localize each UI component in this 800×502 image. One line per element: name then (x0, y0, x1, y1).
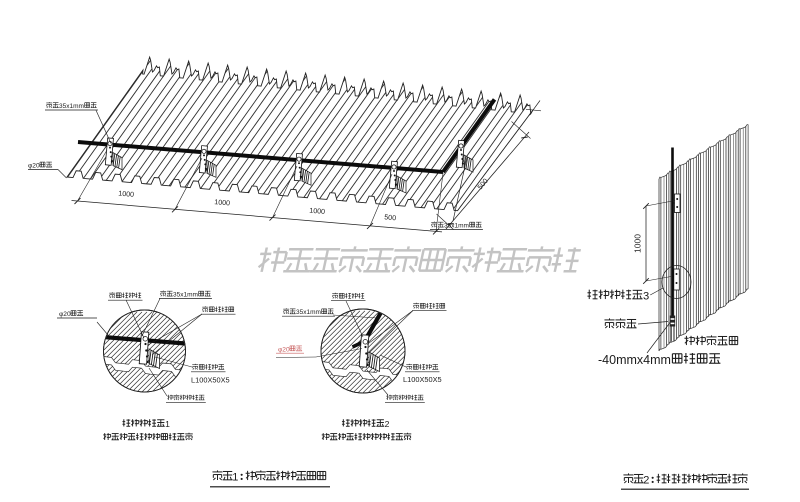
svg-text:500: 500 (384, 213, 397, 222)
svg-text:φ20: φ20 (278, 346, 290, 353)
svg-text:L100X50X5: L100X50X5 (191, 376, 230, 385)
svg-text:1: 1 (232, 472, 238, 484)
svg-text:35x1mm: 35x1mm (173, 292, 198, 299)
svg-text:1000: 1000 (633, 234, 643, 253)
svg-text:φ20: φ20 (28, 163, 40, 170)
svg-text:-40mmx4mm: -40mmx4mm (598, 353, 671, 367)
svg-text:2: 2 (385, 419, 390, 429)
svg-text:1: 1 (165, 419, 170, 429)
svg-text:3: 3 (643, 291, 649, 303)
svg-text:1000: 1000 (118, 190, 134, 199)
svg-text:2: 2 (643, 475, 649, 487)
svg-text:35x1mm: 35x1mm (59, 103, 84, 110)
svg-text:L100X50X5: L100X50X5 (403, 375, 442, 384)
svg-text:35x1mm: 35x1mm (296, 309, 321, 316)
svg-text:1000: 1000 (309, 207, 325, 216)
svg-text:φ20: φ20 (59, 311, 71, 318)
svg-text:1000: 1000 (214, 198, 230, 207)
svg-text:35x1mm: 35x1mm (444, 223, 469, 230)
